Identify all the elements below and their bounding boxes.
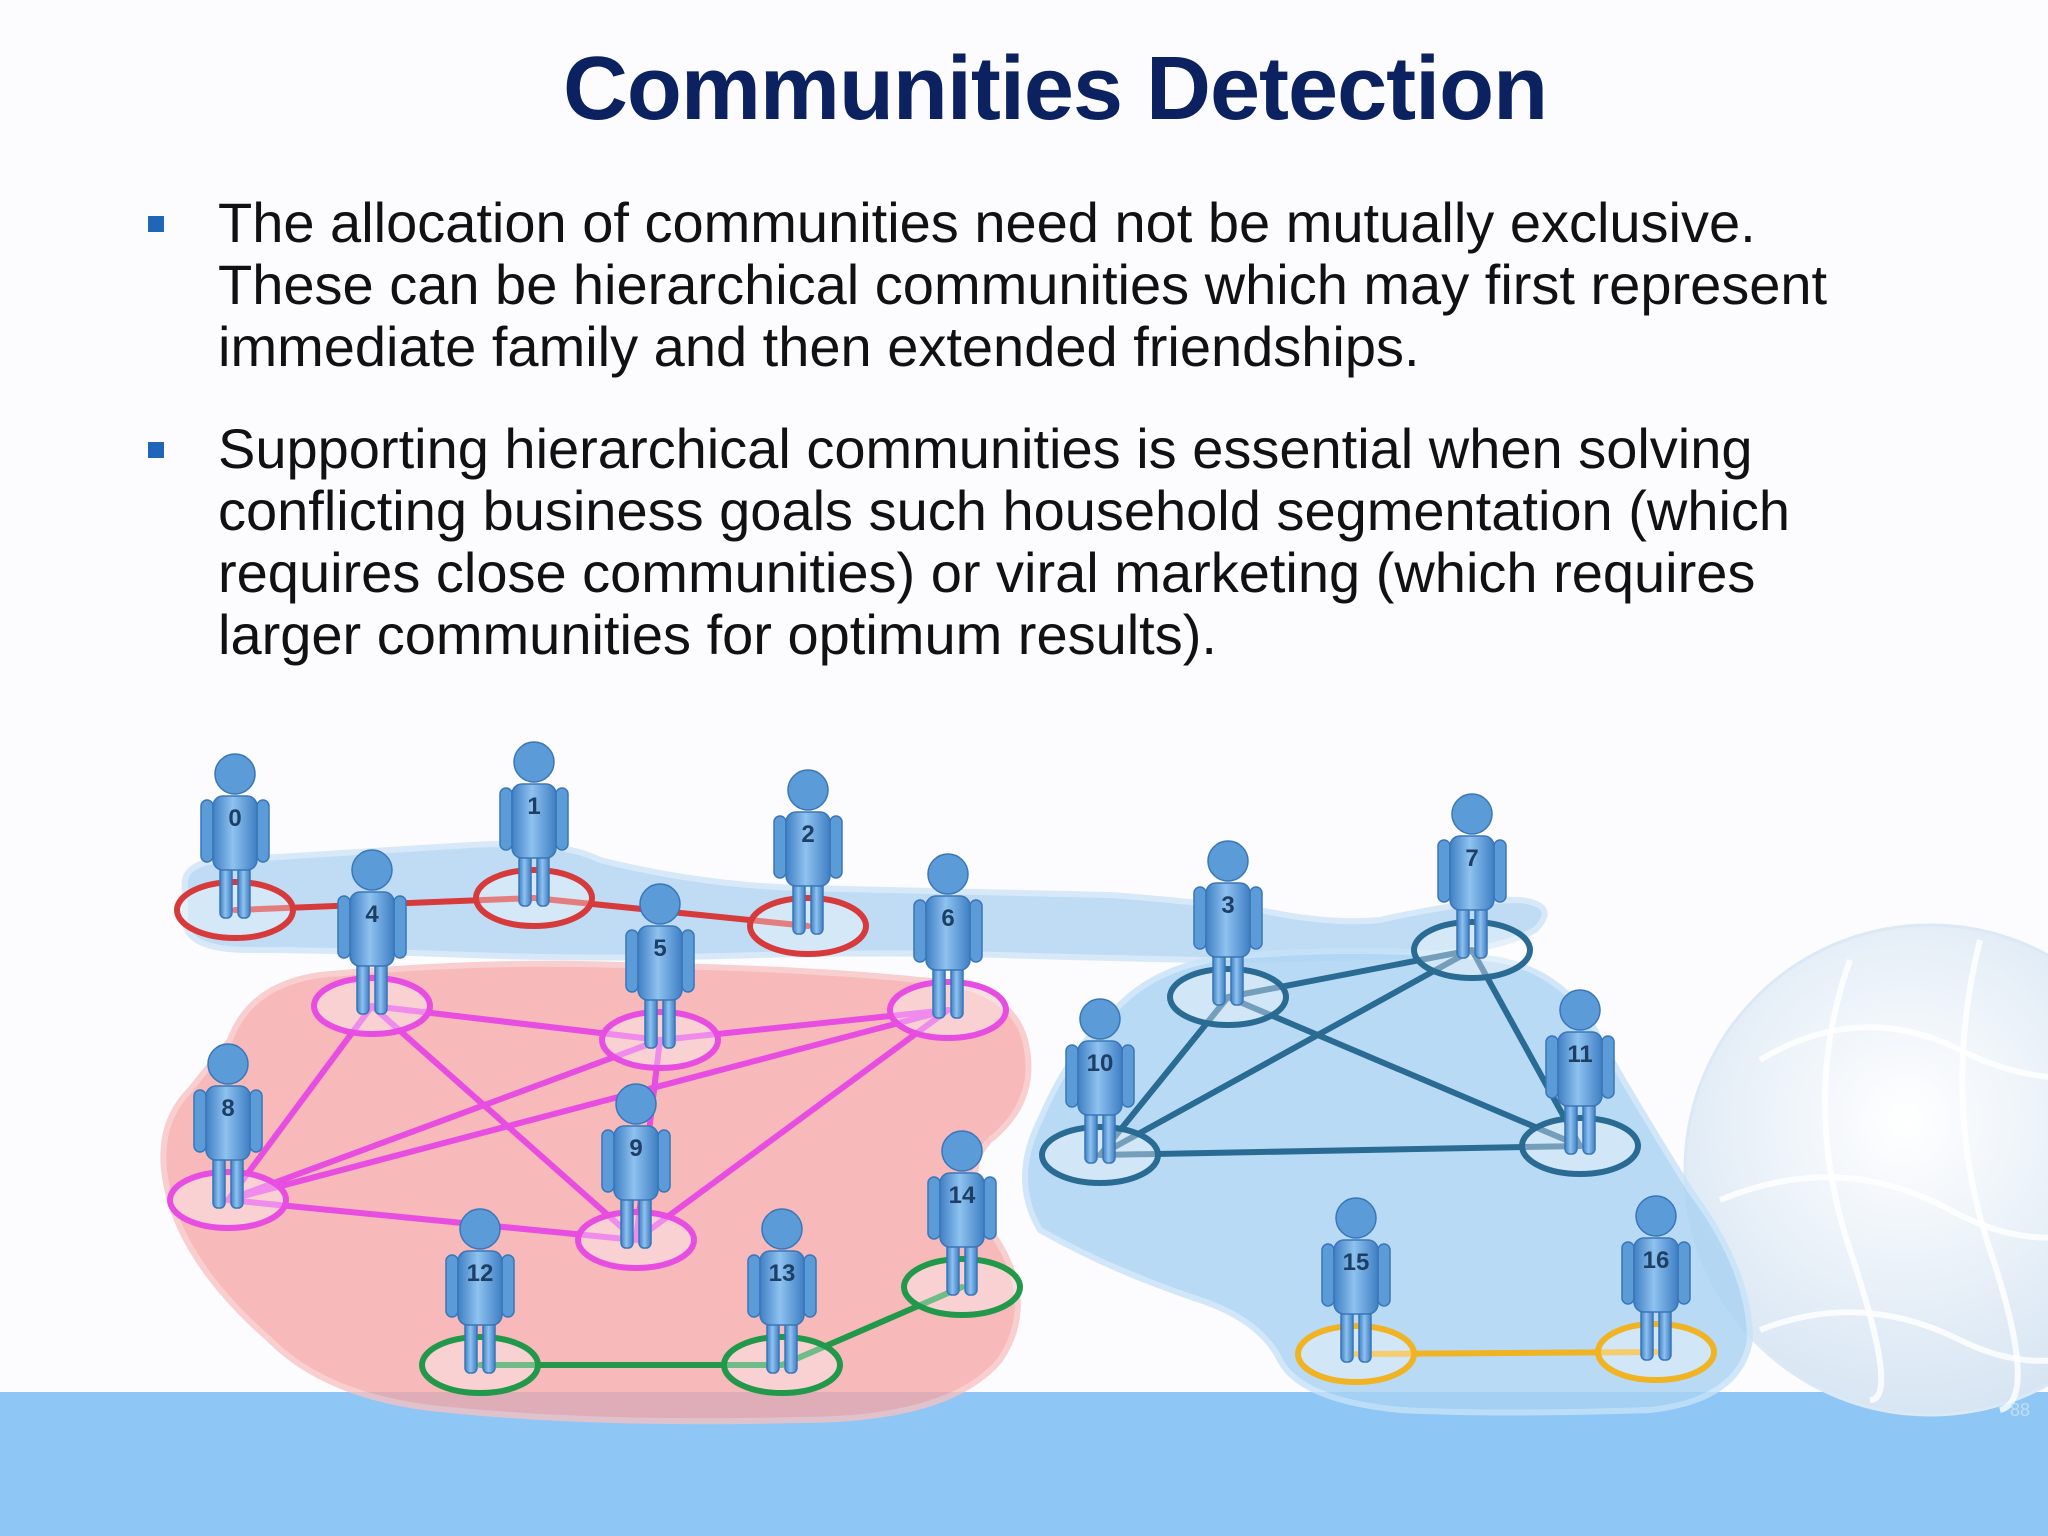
edge-10-11 (1097, 1143, 1583, 1158)
edge-3-11 (1225, 994, 1583, 1149)
bullet-item: Supporting hierarchical communities is e… (140, 418, 1920, 666)
node-ring-1 (473, 867, 595, 929)
node-ring-8 (167, 1169, 289, 1231)
person-icon: 6 (913, 853, 983, 1019)
person-icon: 11 (1545, 989, 1615, 1155)
node-ring-11 (1519, 1115, 1641, 1177)
edge-5-8 (225, 1037, 663, 1203)
edge-4-9 (369, 1003, 639, 1243)
person-icon: 12 (445, 1208, 515, 1374)
bullet-line: The allocation of communities need not b… (218, 191, 1756, 254)
node-ring-6 (887, 979, 1009, 1041)
node-ring-4 (311, 975, 433, 1037)
edges-layer (225, 895, 1659, 1368)
node-label: 16 (1643, 1247, 1670, 1274)
node-ring-15 (1295, 1323, 1417, 1385)
node-label: 15 (1343, 1249, 1370, 1276)
node-ring-14 (901, 1256, 1023, 1318)
bullet-line: These can be hierarchical communities wh… (218, 253, 1828, 316)
bullet-item: The allocation of communities need not b… (140, 192, 1920, 378)
node-ring-5 (599, 1009, 721, 1071)
edge-8-9 (225, 1197, 639, 1243)
rings-layer (167, 867, 1717, 1396)
node-label: 11 (1567, 1041, 1592, 1068)
node-label: 10 (1087, 1050, 1114, 1077)
node-label: 12 (467, 1260, 494, 1287)
person-icon: 8 (193, 1043, 263, 1209)
node-ring-9 (575, 1209, 697, 1271)
edge-13-14 (779, 1284, 965, 1368)
node-ring-3 (1167, 966, 1289, 1028)
bullet-square-icon (148, 216, 164, 232)
person-icon: 2 (773, 769, 843, 935)
person-icon: 0 (200, 753, 270, 919)
person-icon: 5 (625, 883, 695, 1049)
node-label: 1 (527, 793, 540, 820)
person-icon: 15 (1321, 1197, 1391, 1363)
edge-7-10 (1097, 947, 1475, 1158)
bottom-band (0, 1392, 2048, 1536)
bullet-line: immediate family and then extended frien… (218, 315, 1420, 378)
node-ring-10 (1039, 1124, 1161, 1186)
bullet-line: Supporting hierarchical communities is e… (218, 417, 1753, 480)
node-ring-13 (721, 1334, 843, 1396)
page-number: 88 (2009, 1400, 2030, 1420)
edge-6-9 (633, 1007, 951, 1243)
person-icon: 16 (1621, 1195, 1691, 1361)
bullet-text: Supporting hierarchical communities is e… (218, 418, 1920, 666)
node-ring-2 (747, 895, 869, 957)
person-icon: 10 (1065, 998, 1135, 1164)
node-label: 14 (949, 1182, 976, 1209)
node-label: 8 (221, 1095, 234, 1122)
node-label: 0 (228, 805, 241, 832)
node-label: 2 (801, 821, 814, 848)
edge-6-8 (225, 1007, 951, 1203)
slide-title: Communities Detection (562, 39, 1548, 139)
node-label: 7 (1465, 845, 1478, 872)
person-icon: 1 (499, 741, 569, 907)
person-icon: 7 (1437, 793, 1507, 959)
person-icon: 13 (747, 1208, 817, 1374)
node-ring-12 (419, 1334, 541, 1396)
edge-3-7 (1225, 947, 1475, 1000)
node-label: 13 (769, 1260, 796, 1287)
edge-4-8 (225, 1003, 375, 1203)
edge-4-5 (369, 1003, 663, 1043)
bullet-line: requires close communities) or viral mar… (218, 541, 1756, 604)
edge-7-11 (1469, 947, 1583, 1149)
globe-icon (1683, 923, 2048, 1417)
bullet-line: larger communities for optimum results). (218, 603, 1217, 666)
node-label: 3 (1221, 892, 1234, 919)
node-label: 4 (365, 901, 379, 928)
node-label: 6 (941, 905, 954, 932)
person-icon: 14 (927, 1130, 997, 1296)
edge-5-6 (657, 1007, 951, 1043)
bullet-list: The allocation of communities need not b… (140, 192, 1920, 706)
node-ring-0 (174, 879, 296, 941)
node-ring-16 (1595, 1321, 1717, 1383)
edge-15-16 (1353, 1349, 1659, 1357)
person-icon: 3 (1193, 840, 1263, 1006)
node-ring-7 (1411, 919, 1533, 981)
node-label: 9 (629, 1135, 642, 1162)
bullet-line: conflicting business goals such househol… (218, 479, 1791, 542)
bullet-text: The allocation of communities need not b… (218, 192, 1920, 378)
bullet-square-icon (148, 442, 164, 458)
person-icon: 4 (337, 849, 407, 1015)
person-icon: 9 (601, 1083, 671, 1249)
node-label: 5 (653, 935, 666, 962)
